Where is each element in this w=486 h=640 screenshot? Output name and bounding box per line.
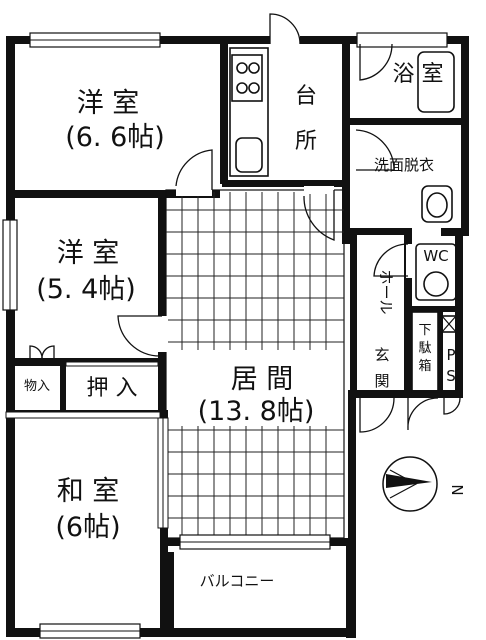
stove-burner-icon: [236, 62, 248, 74]
kitchen-label-line1: 台: [295, 84, 317, 109]
compass-circle-icon: [382, 456, 438, 512]
sink-icon: [235, 137, 263, 173]
western-room-1-size: (6. 6帖): [65, 122, 165, 153]
kitchen-fixtures: [229, 47, 269, 177]
storage-label: 物入: [24, 379, 50, 394]
western-room-2-label: 洋 室: [57, 238, 120, 269]
closet-label: 押 入: [87, 376, 138, 401]
entrance-label-line1: 玄: [374, 346, 389, 364]
sliding-doors: [5, 361, 169, 529]
washroom-label: 洗面脱衣: [374, 156, 434, 174]
hall-label: ホール: [377, 269, 395, 314]
kitchen-label-line2: 所: [295, 129, 317, 154]
japanese-room-size: (6帖): [55, 512, 120, 543]
bathroom-fixtures: [411, 51, 457, 393]
western-room-2-size: (5. 4帖): [36, 274, 136, 305]
living-room-label: 居 間: [231, 364, 294, 395]
compass: [382, 456, 438, 512]
entrance-label-line2: 関: [374, 372, 389, 390]
living-floor-pattern: [165, 189, 345, 539]
stove-burner-icon: [248, 82, 260, 94]
compass-needle-icon: [386, 474, 432, 488]
windows: [2, 32, 448, 639]
toilet-icon: [423, 271, 449, 297]
washbasin-icon: [426, 192, 448, 218]
pipe-space-label-line2: S: [446, 367, 456, 385]
bathtub-icon: [417, 51, 455, 113]
western-room-1-label: 洋 室: [77, 88, 140, 119]
pipe-space-label-line1: P: [446, 346, 455, 364]
japanese-room-label: 和 室: [57, 476, 120, 507]
shoe-box-label-line2: 駄: [418, 341, 431, 356]
doors: [29, 13, 461, 433]
stove-burner-icon: [236, 82, 248, 94]
stove-burner-icon: [248, 62, 260, 74]
balcony-label: バルコニー: [200, 572, 275, 590]
shoe-box-label-line3: 箱: [418, 358, 431, 374]
shoe-box-label-line1: 下: [418, 323, 431, 338]
compass-north-label: N: [448, 484, 466, 495]
bathroom-label: 浴 室: [393, 62, 444, 87]
toilet-label: WC: [423, 247, 448, 265]
living-room-size: (13. 8帖): [198, 396, 315, 427]
balcony-rail: [166, 552, 174, 632]
